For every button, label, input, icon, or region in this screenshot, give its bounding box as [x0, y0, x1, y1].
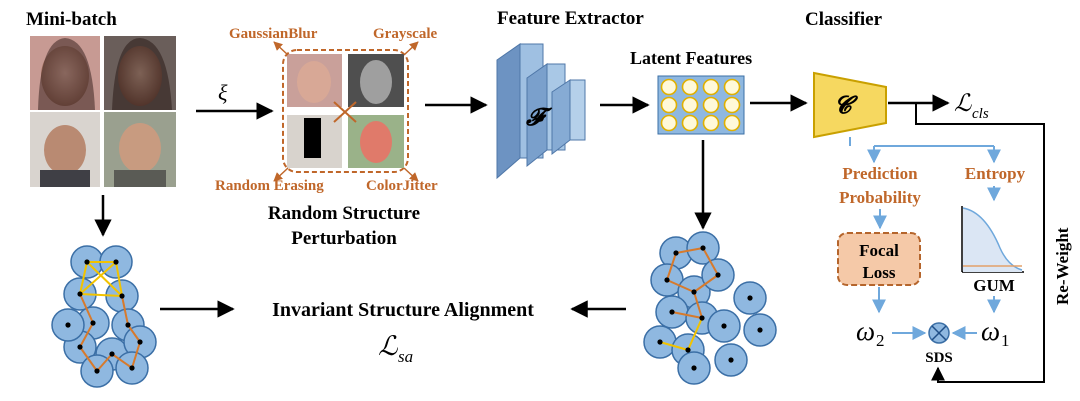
latent-feature-cell: [702, 114, 720, 132]
l-sa-symbol: ℒ: [378, 331, 398, 361]
latent-feature-cell: [723, 96, 741, 114]
graph-edge: [671, 311, 703, 319]
graph-edge: [79, 293, 94, 324]
graph-node-dot: [137, 339, 143, 345]
graph-edge: [687, 317, 703, 351]
focal-loss-box: [837, 232, 921, 286]
graph-node-dot: [757, 327, 763, 333]
graph-edge: [121, 295, 129, 326]
graph-node-dot: [715, 272, 721, 278]
graph-edge: [96, 353, 113, 372]
latent-feature-cell: [660, 78, 678, 96]
aug-gaussian-blur: GaussianBlur: [229, 26, 318, 42]
graph-edge: [693, 274, 719, 293]
graph-node-dot: [109, 351, 115, 357]
latent-feature-cell: [723, 78, 741, 96]
latent-feature-grid: [657, 75, 745, 135]
latent-feature-cell: [702, 96, 720, 114]
graph-node-dot: [691, 289, 697, 295]
graph-node-dot: [113, 259, 119, 265]
graph-node-dot: [84, 259, 90, 265]
classifier-title: Classifier: [805, 9, 883, 30]
random-structure-label-1: Random Structure: [268, 203, 420, 224]
graph-edge: [79, 261, 88, 295]
graph-node-dot: [728, 357, 734, 363]
graph-edge: [659, 341, 689, 351]
graph-node-dot: [77, 344, 83, 350]
graph-node-dot: [691, 365, 697, 371]
aug-color-jitter: ColorJitter: [366, 178, 438, 194]
xi-symbol: ξ: [218, 80, 228, 105]
latent-feature-cell: [660, 96, 678, 114]
aug-grayscale: Grayscale: [373, 26, 437, 42]
graph-edge: [79, 261, 117, 295]
perturbation-box: [273, 41, 419, 182]
focal-label-2: Loss: [862, 263, 895, 282]
graph-edge: [666, 252, 677, 281]
reweight-label: Re-Weight: [1053, 227, 1072, 305]
latent-feature-cell: [702, 78, 720, 96]
latent-feature-cell: [681, 96, 699, 114]
graph-node-dot: [721, 323, 727, 329]
random-structure-label-2: Perturbation: [291, 228, 397, 249]
graph-edge: [127, 324, 141, 343]
feature-extractor: [496, 43, 586, 180]
graph-edge: [693, 291, 703, 319]
graph-node-dot: [664, 277, 670, 283]
entropy-label: Entropy: [965, 164, 1026, 183]
invariant-alignment-label: Invariant Structure Alignment: [272, 299, 534, 321]
gum-label: GUM: [973, 276, 1015, 295]
omega-1: ω: [981, 316, 1000, 346]
graph-node-dot: [669, 309, 675, 315]
omega-2: ω: [856, 316, 875, 346]
graph-edge: [115, 261, 123, 297]
latent-feature-cell: [723, 114, 741, 132]
l-sa-subscript: sa: [398, 347, 413, 366]
graph-edge: [79, 293, 123, 297]
l-cls-symbol: ℒ: [954, 91, 972, 117]
omega-2-subscript: 2: [876, 331, 885, 350]
graph-node-dot: [65, 322, 71, 328]
l-cls-subscript: cls: [972, 106, 989, 122]
graph-edge: [79, 346, 98, 372]
omega-1-subscript: 1: [1001, 331, 1010, 350]
graph-edge: [675, 247, 704, 254]
minibatch-structure-graph: [51, 245, 157, 388]
graph-edge: [131, 341, 141, 369]
mini-batch-title: Mini-batch: [26, 9, 117, 30]
graph-node-dot: [700, 245, 706, 251]
graph-node-dot: [673, 250, 679, 256]
sds-label: SDS: [925, 350, 953, 366]
graph-edge: [86, 261, 123, 297]
aug-random-erasing: Random Erasing: [215, 178, 324, 194]
latent-feature-cell: [681, 114, 699, 132]
graph-node-dot: [125, 322, 131, 328]
latent-feature-cell: [681, 78, 699, 96]
graph-node-dot: [119, 293, 125, 299]
feature-extractor-title: Feature Extractor: [497, 8, 644, 29]
graph-edge: [79, 322, 94, 348]
latent-feature-cell: [660, 114, 678, 132]
graph-node-dot: [699, 315, 705, 321]
graph-node-dot: [747, 295, 753, 301]
prediction-label-1: Prediction: [842, 164, 918, 183]
graph-edge: [702, 247, 719, 276]
graph-node-dot: [94, 368, 100, 374]
graph-edge: [111, 353, 133, 369]
prediction-label-2: Probability: [839, 188, 921, 207]
classifier-block: [813, 71, 887, 139]
latent-features-title: Latent Features: [630, 48, 752, 68]
graph-edge: [666, 279, 695, 293]
graph-node-dot: [685, 347, 691, 353]
focal-label-1: Focal: [859, 241, 899, 260]
reweight-loop: [915, 103, 1045, 383]
graph-node-dot: [129, 365, 135, 371]
graph-node-dot: [657, 339, 663, 345]
graph-node-dot: [77, 291, 83, 297]
graph-node-dot: [90, 320, 96, 326]
gum-chart: [961, 206, 1024, 273]
latent-structure-graph: [643, 231, 777, 385]
mini-batch-images: [30, 36, 176, 187]
